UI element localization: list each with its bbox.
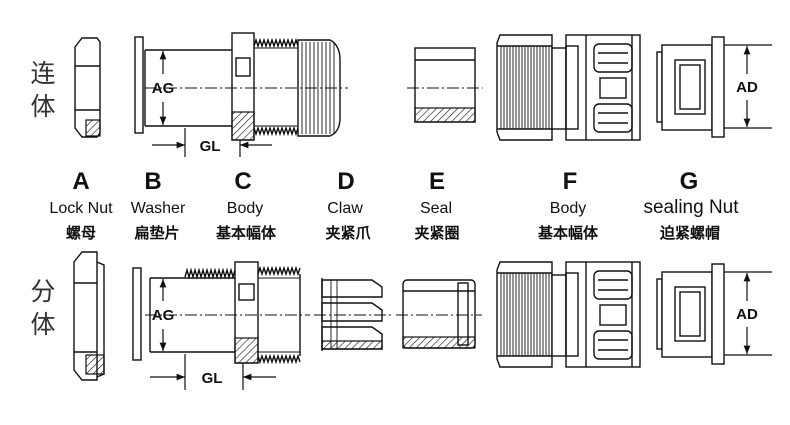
dome-ribbed-section bbox=[496, 34, 553, 141]
dome-ribs bbox=[500, 273, 550, 356]
side-label-separated: 分体 bbox=[27, 278, 56, 344]
dome-body-assembled bbox=[496, 34, 641, 141]
lock-nut-assembled bbox=[74, 37, 101, 138]
body-separated bbox=[145, 261, 310, 365]
part-name-chinese: 螺母 bbox=[66, 224, 96, 242]
part-labels: A B C D E F G Lock Nut Washer Body Claw … bbox=[49, 168, 739, 242]
seal-assembled bbox=[407, 47, 483, 123]
sealing-nut-lip bbox=[656, 278, 663, 350]
seal-section bbox=[402, 336, 476, 349]
dome-neck bbox=[551, 274, 567, 357]
part-name-chinese: 夹紧圈 bbox=[414, 224, 459, 242]
lock-nut-thread-section bbox=[85, 119, 101, 137]
sealing-nut-window-inner bbox=[679, 64, 701, 110]
lock-nut-thread-section bbox=[85, 354, 105, 375]
part-name: Washer bbox=[131, 200, 186, 217]
sealing-nut-flange bbox=[711, 36, 725, 138]
sealing-nut-window-inner bbox=[679, 291, 701, 337]
washer-assembled bbox=[134, 36, 144, 134]
dome-body-separated bbox=[496, 261, 641, 368]
sealing-nut-window-outer bbox=[674, 286, 706, 342]
body-thread-bottom bbox=[253, 125, 299, 137]
dome-cap-step bbox=[565, 45, 579, 130]
sealing-nut-lip bbox=[656, 51, 663, 123]
body-hex-face bbox=[238, 283, 255, 301]
sealing-nut-assembled: AD bbox=[656, 36, 772, 138]
gl-label: GL bbox=[200, 138, 221, 155]
ag-dimension-top: AG bbox=[152, 51, 175, 125]
part-name-chinese: 夹紧爪 bbox=[325, 224, 371, 242]
body-thread-top bbox=[253, 37, 299, 49]
part-name: Lock Nut bbox=[49, 200, 113, 217]
dome-center-bar bbox=[599, 304, 627, 326]
gl-dimension-bottom: GL bbox=[150, 354, 276, 390]
body-hex-face bbox=[235, 57, 251, 77]
dome-cap bbox=[565, 261, 641, 368]
part-letter: C bbox=[234, 168, 251, 195]
side-label-assembled: 连体 bbox=[27, 60, 56, 126]
body-flange-section bbox=[231, 111, 255, 141]
gl-dimension-top: GL bbox=[152, 128, 272, 157]
lock-nut-separated bbox=[73, 251, 105, 381]
sealing-nut-separated: AD bbox=[656, 263, 772, 365]
claw-section bbox=[321, 340, 383, 350]
part-letter: G bbox=[680, 168, 699, 195]
part-name: Body bbox=[227, 200, 263, 217]
part-name: sealing Nut bbox=[643, 197, 739, 218]
body-flange-section bbox=[234, 337, 259, 364]
body-thread-bottom bbox=[257, 353, 301, 365]
body-thread-top bbox=[257, 265, 301, 277]
sealing-nut-window-outer bbox=[674, 59, 706, 115]
lock-nut-outline bbox=[74, 37, 101, 138]
ag-dimension-bottom: AG bbox=[152, 279, 175, 351]
seal-separated bbox=[396, 279, 482, 349]
dome-ribs bbox=[500, 46, 550, 129]
dome-cap bbox=[565, 34, 641, 141]
ag-label: AG bbox=[152, 307, 175, 324]
part-letter: F bbox=[563, 168, 578, 195]
claw-separated bbox=[314, 278, 392, 351]
ag-label: AG bbox=[152, 80, 175, 97]
dome-neck bbox=[551, 47, 567, 130]
dome-ribbed-section bbox=[496, 261, 553, 368]
washer-separated bbox=[132, 267, 142, 361]
part-name: Claw bbox=[327, 200, 363, 217]
gl-label: GL bbox=[202, 370, 223, 387]
part-letter: B bbox=[144, 168, 161, 195]
part-name-chinese: 基本幅体 bbox=[537, 224, 599, 242]
top-row-assembled: AG GL bbox=[74, 32, 772, 157]
seal-section bbox=[414, 107, 476, 123]
part-letter: D bbox=[337, 168, 354, 195]
sealing-nut-flange bbox=[711, 263, 725, 365]
bottom-row-separated: AG GL bbox=[73, 251, 772, 390]
sealing-nut-body bbox=[661, 271, 713, 358]
part-name: Body bbox=[550, 200, 586, 217]
dome-center-bar bbox=[599, 77, 627, 99]
body-assembled bbox=[144, 32, 348, 141]
dome-cap-step bbox=[565, 272, 579, 357]
part-name-chinese: 基本幅体 bbox=[215, 224, 277, 242]
body-thread-top-left bbox=[184, 267, 236, 280]
part-name-chinese: 扁垫片 bbox=[134, 224, 179, 242]
ad-label: AD bbox=[736, 79, 758, 96]
ad-label: AD bbox=[736, 306, 758, 323]
part-name: Seal bbox=[420, 200, 452, 217]
part-letter: A bbox=[72, 168, 89, 195]
part-name-chinese: 迫紧螺帽 bbox=[660, 224, 720, 242]
part-letter: E bbox=[429, 168, 445, 195]
sealing-nut-body bbox=[661, 44, 713, 131]
